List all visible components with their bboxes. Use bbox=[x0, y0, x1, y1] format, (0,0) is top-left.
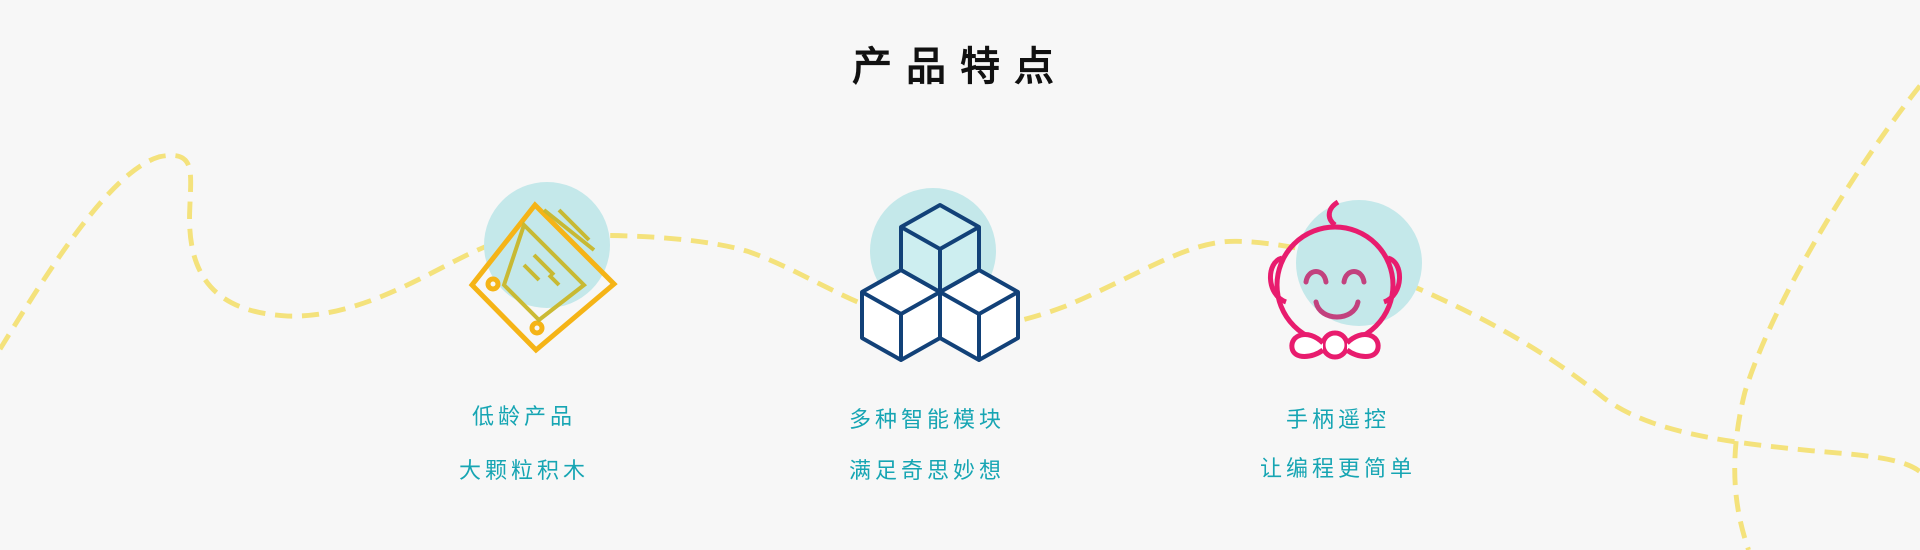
circuit-board-icon bbox=[468, 182, 618, 354]
feature-line-1: 手柄遥控 bbox=[1285, 408, 1390, 433]
feature-line-2: 让编程更简单 bbox=[1259, 457, 1416, 482]
section-title: 产品特点 bbox=[852, 44, 1068, 90]
feature-line-1: 低龄产品 bbox=[471, 405, 576, 430]
feature-line-2: 大颗粒积木 bbox=[458, 459, 589, 484]
cubes-icon bbox=[860, 188, 1020, 362]
feature-line-2: 满足奇思妙想 bbox=[848, 459, 1005, 484]
baby-face-icon bbox=[1268, 199, 1422, 360]
feature-line-1: 多种智能模块 bbox=[848, 408, 1005, 433]
